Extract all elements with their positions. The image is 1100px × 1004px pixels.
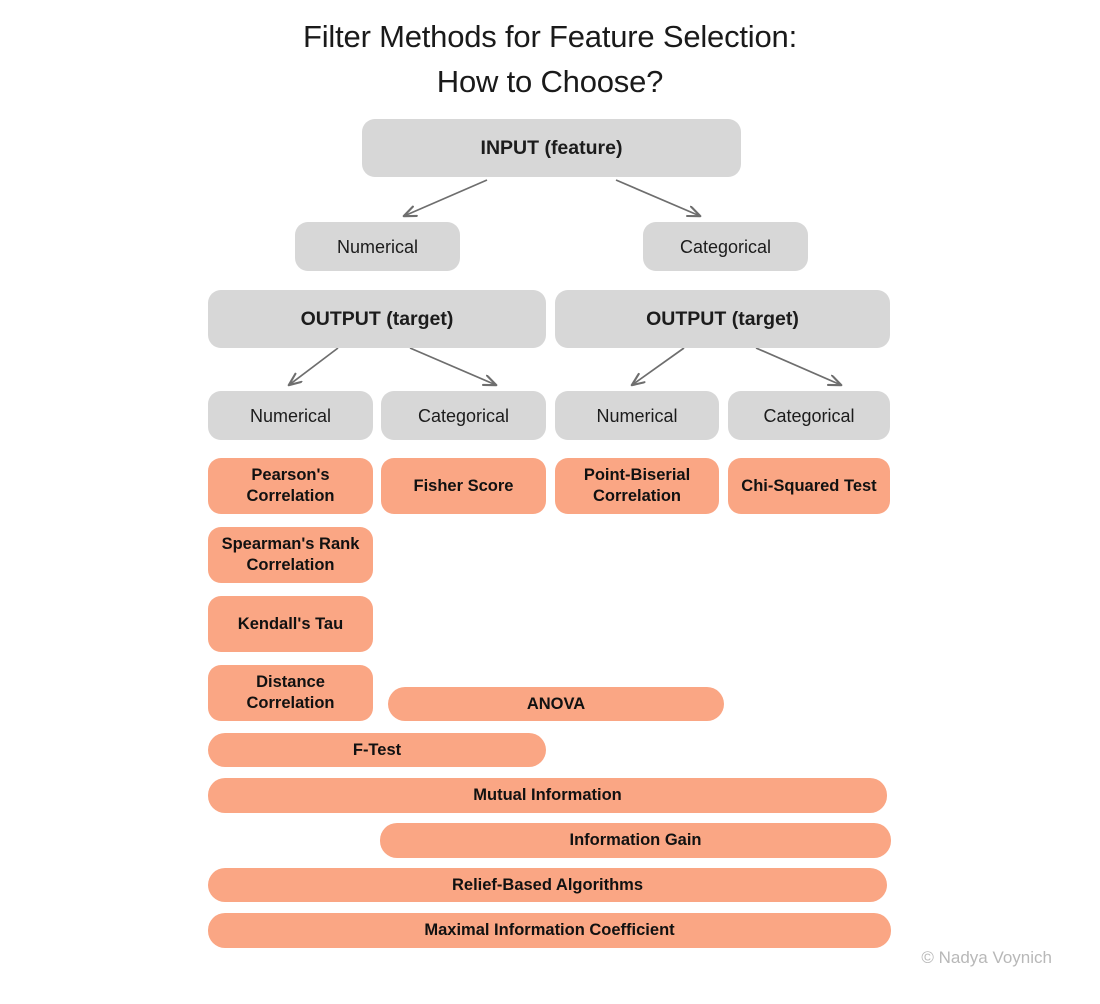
method-fisher-score-label: Fisher Score <box>413 476 514 495</box>
method-kendalls-tau-label: Kendall's Tau <box>237 614 344 633</box>
method-distance-correlation-label: Distance Correlation <box>246 673 335 712</box>
node-output-numerical-1-label: Numerical <box>249 405 332 426</box>
title-line-2: How to Choose? <box>436 64 664 99</box>
node-output-categorical-2-label: Categorical <box>763 405 855 426</box>
method-point-biserial-correlation-label: Point-Biserial Correlation <box>583 466 691 505</box>
method-f-test-label: F-Test <box>352 740 402 759</box>
title-line-1: Filter Methods for Feature Selection: <box>303 19 797 54</box>
node-input-categorical-label: Categorical <box>679 236 772 257</box>
node-output-target-left[interactable]: OUTPUT (target) <box>208 290 546 348</box>
node-input-categorical[interactable]: Categorical <box>643 222 808 271</box>
method-f-test[interactable]: F-Test <box>208 733 546 767</box>
method-anova[interactable]: ANOVA <box>388 687 724 721</box>
method-distance-correlation[interactable]: Distance Correlation <box>208 665 373 721</box>
node-output-numerical-2-label: Numerical <box>596 405 678 426</box>
node-input-feature-label: INPUT (feature) <box>480 137 623 159</box>
method-chi-squared-test-label: Chi-Squared Test <box>741 476 877 495</box>
node-output-numerical-1[interactable]: Numerical <box>208 391 373 440</box>
page-title: Filter Methods for Feature Selection: Ho… <box>0 14 1100 104</box>
method-mutual-information[interactable]: Mutual Information <box>208 778 887 813</box>
method-relief-based-algorithms-label: Relief-Based Algorithms <box>451 875 643 894</box>
method-pearsons-correlation-label: Pearson's Correlation <box>246 466 335 505</box>
credit-text: © Nadya Voynich <box>921 948 1052 967</box>
method-chi-squared-test[interactable]: Chi-Squared Test <box>728 458 890 514</box>
node-output-target-left-label: OUTPUT (target) <box>300 308 454 330</box>
method-information-gain[interactable]: Information Gain <box>380 823 891 858</box>
node-output-categorical-2[interactable]: Categorical <box>728 391 890 440</box>
node-output-numerical-2[interactable]: Numerical <box>555 391 719 440</box>
method-relief-based-algorithms[interactable]: Relief-Based Algorithms <box>208 868 887 902</box>
method-pearsons-correlation[interactable]: Pearson's Correlation <box>208 458 373 514</box>
node-input-feature[interactable]: INPUT (feature) <box>362 119 741 177</box>
node-output-categorical-1[interactable]: Categorical <box>381 391 546 440</box>
method-spearmans-rank-correlation-label: Spearman's Rank Correlation <box>221 535 360 574</box>
method-anova-label: ANOVA <box>526 694 586 713</box>
method-spearmans-rank-correlation[interactable]: Spearman's Rank Correlation <box>208 527 373 583</box>
method-point-biserial-correlation[interactable]: Point-Biserial Correlation <box>555 458 719 514</box>
node-output-target-right[interactable]: OUTPUT (target) <box>555 290 890 348</box>
method-kendalls-tau[interactable]: Kendall's Tau <box>208 596 373 652</box>
method-maximal-information-coefficient-label: Maximal Information Coefficient <box>424 921 675 939</box>
node-input-numerical-label: Numerical <box>336 236 419 257</box>
method-information-gain-label: Information Gain <box>569 831 702 849</box>
method-maximal-information-coefficient[interactable]: Maximal Information Coefficient <box>208 913 891 948</box>
method-mutual-information-label: Mutual Information <box>473 786 622 804</box>
node-output-target-right-label: OUTPUT (target) <box>646 308 799 330</box>
node-input-numerical[interactable]: Numerical <box>295 222 460 271</box>
method-fisher-score[interactable]: Fisher Score <box>381 458 546 514</box>
node-output-categorical-1-label: Categorical <box>417 405 510 426</box>
